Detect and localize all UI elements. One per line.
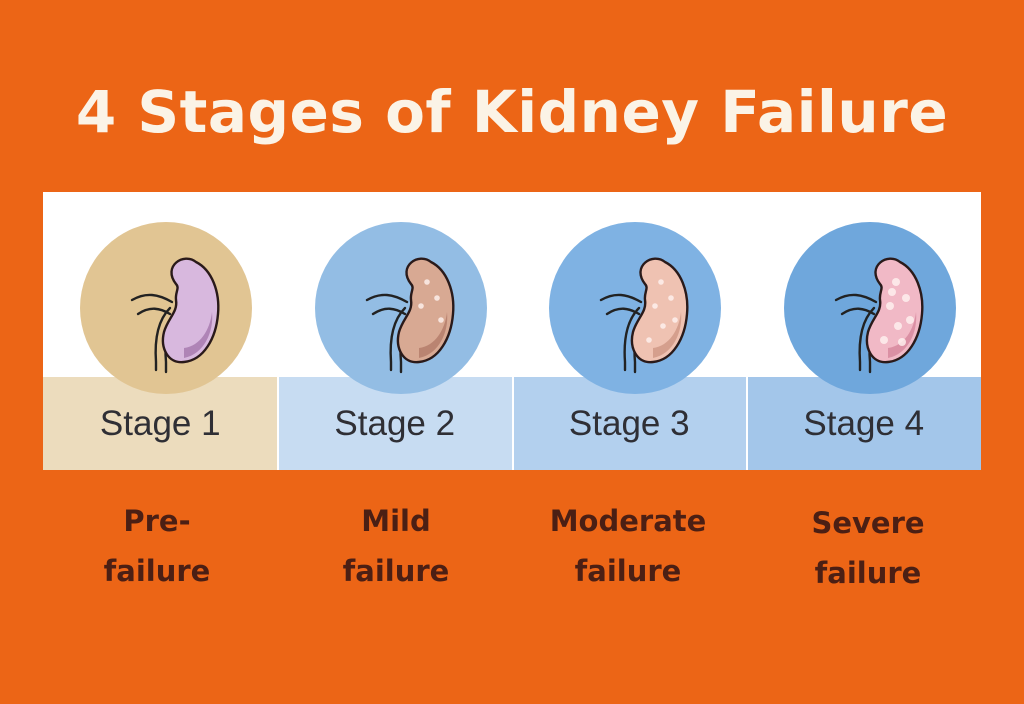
kidney-lesion [901,294,910,302]
kidney-vessel [623,306,641,372]
description-line: Pre- [123,504,191,538]
stage-label: Stage 3 [568,404,690,443]
divider [746,377,748,470]
stage-circle-1 [80,222,252,394]
divider [512,377,514,470]
stages-panel: Stage 1 Stage 2 Stage 3 Stage 4 [43,192,981,470]
kidney-lesion [893,322,902,330]
kidney-vessel [388,306,406,372]
stage-cell-1: Stage 1 [43,192,278,470]
stage-cell-3: Stage 3 [512,192,747,470]
description-line: failure [574,554,682,588]
stage-description-1: Pre- failure [40,496,274,596]
kidney-shading [418,312,447,358]
kidney-icon [365,257,454,374]
kidney-lesion [887,288,896,296]
stage-description-4: Severe failure [751,498,985,598]
stage-label: Stage 2 [334,404,456,443]
kidney-vessel [365,293,408,304]
kidney-vessel [599,293,643,304]
kidney-lesion [423,279,430,285]
kidney-vessel [857,306,875,372]
kidney-lesion [660,323,666,329]
description-line: failure [814,556,922,590]
stage-circle-4 [783,222,956,394]
description-line: Mild [361,504,431,538]
kidney-lesion [885,302,894,310]
description-line: Severe [811,506,925,540]
stage-description-2: Mild failure [279,496,513,596]
kidney-shading [653,312,682,358]
kidney-vessel [154,306,172,372]
kidney-lesion [433,295,440,301]
description-line: failure [103,554,211,588]
stage-label: Stage 4 [803,404,925,443]
kidney-lesion [891,278,900,286]
kidney-lesion [668,295,674,301]
kidney-lesion [658,279,664,285]
stage-description-3: Moderate failure [511,496,745,596]
kidney-vessel [834,293,877,304]
kidney-lesion [905,316,914,324]
stage-label: Stage 1 [99,404,221,443]
kidney-shading [184,312,213,358]
stage-cell-2: Stage 2 [277,192,512,470]
page-title: 4 Stages of Kidney Failure [75,78,949,146]
kidney-lesion [897,338,906,346]
kidney-lesion [646,337,652,343]
kidney-lesion [437,317,444,323]
kidney-lesion [652,303,658,309]
stage-circle-3 [549,222,721,394]
stage-cell-4: Stage 4 [746,192,981,470]
kidney-icon [599,257,689,374]
stage-circle-2 [314,222,487,394]
kidney-lesion [417,303,424,309]
description-line: Moderate [549,504,707,538]
kidney-shading [887,312,916,358]
kidney-vessel [130,293,174,304]
divider [277,377,279,470]
kidney-lesion [879,336,888,344]
kidney-lesion [672,317,678,323]
description-line: failure [342,554,450,588]
kidney-icon [130,257,220,374]
kidney-icon [834,257,923,374]
